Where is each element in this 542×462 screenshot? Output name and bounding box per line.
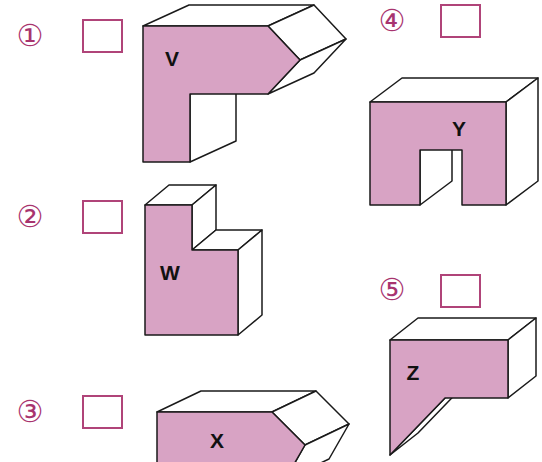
prism-outline xyxy=(143,183,264,337)
front-face xyxy=(145,205,238,335)
answer-box xyxy=(83,20,122,52)
side-face xyxy=(508,318,536,398)
side-face xyxy=(238,230,262,335)
callout-number: ③ xyxy=(17,397,44,427)
prism-outline xyxy=(388,316,538,457)
shape-letter: Y xyxy=(452,118,466,139)
callout-number: ② xyxy=(17,202,44,232)
prism-shape: V xyxy=(141,3,348,164)
callout-number: ④ xyxy=(379,6,406,36)
answer-box xyxy=(83,396,122,428)
answer-box xyxy=(441,275,480,307)
answer-box xyxy=(441,5,480,37)
callout-number: ① xyxy=(17,21,44,51)
prism-outline xyxy=(368,76,540,207)
answer-box xyxy=(83,201,122,233)
callout-number: ⑤ xyxy=(379,275,406,305)
shape-letter: V xyxy=(165,48,179,69)
prism-shape: X xyxy=(155,389,351,462)
shape-letter: W xyxy=(160,262,180,283)
prism-shape: Z xyxy=(388,316,538,457)
prism-shape: W xyxy=(143,183,264,337)
front-face xyxy=(143,26,300,162)
prism-outline xyxy=(141,3,348,164)
front-face xyxy=(390,340,508,455)
front-face xyxy=(370,102,506,205)
prism-outline xyxy=(155,389,351,462)
front-face xyxy=(157,412,305,462)
shape-letter: Z xyxy=(407,362,420,383)
shape-letter: X xyxy=(210,430,224,451)
side-face xyxy=(506,78,538,205)
prism-shape: Y xyxy=(368,76,540,207)
